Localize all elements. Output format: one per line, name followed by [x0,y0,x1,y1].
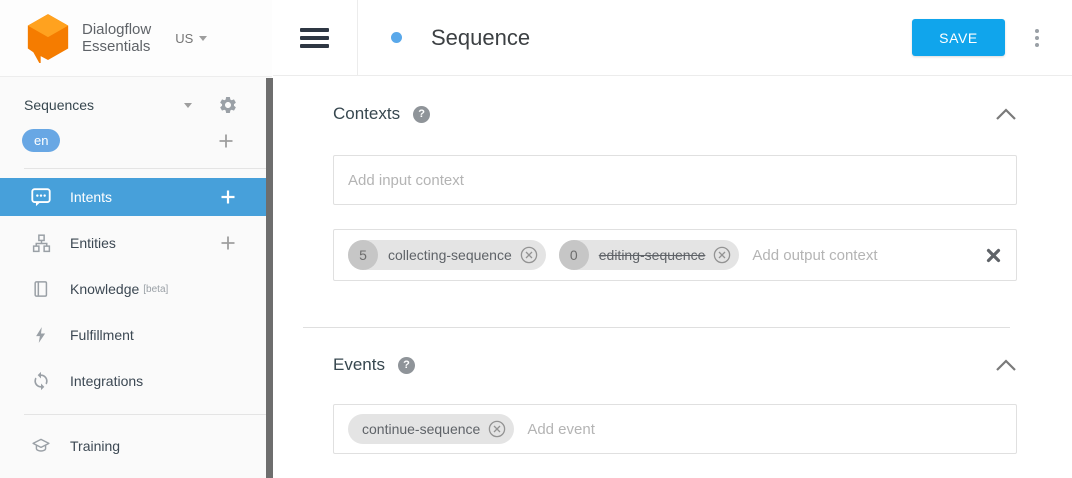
input-context-placeholder: Add input context [348,171,464,189]
lightning-bolt-icon [30,324,52,346]
brand-header: Dialogflow Essentials US [0,0,272,77]
remove-context-icon[interactable] [519,245,539,265]
brand-name: Dialogflow Essentials [82,21,151,55]
page-title: Sequence [431,24,531,50]
output-context-placeholder: Add output context [752,246,878,264]
input-context-field[interactable]: Add input context [333,155,1017,205]
sidebar-item-knowledge[interactable]: Knowledge[beta] [0,270,272,308]
output-context-chip: 0 editing-sequence [558,240,740,270]
intent-header: Sequence SAVE [273,0,1072,76]
dialogflow-logo-icon [27,14,69,63]
sidebar-item-intents[interactable]: Intents [0,178,272,216]
main-panel: Sequence SAVE Contexts ? Add input conte… [273,0,1072,478]
sidebar-item-label: Entities [70,235,116,251]
more-options-icon[interactable] [1031,22,1043,54]
sidebar-item-training[interactable]: Training [0,427,272,465]
chat-bubble-icon [30,186,52,208]
agent-dropdown-icon[interactable] [184,102,192,108]
region-label: US [175,30,194,46]
contexts-section-header: Contexts ? [333,103,1017,125]
region-selector[interactable]: US [175,30,208,46]
lifespan-badge: 0 [558,240,589,270]
contexts-collapse-icon[interactable] [995,107,1017,121]
output-context-field[interactable]: 5 collecting-sequence 0 editing-sequence… [333,229,1017,281]
event-field[interactable]: continue-sequence Add event [333,404,1017,454]
menu-icon[interactable] [300,24,329,52]
save-button[interactable]: SAVE [912,19,1005,56]
language-row: en [0,115,272,168]
add-language-icon[interactable] [218,133,234,149]
beta-badge: [beta] [143,283,169,295]
events-help-icon[interactable]: ? [397,356,415,374]
sidebar: Dialogflow Essentials US Sequences en [0,0,273,478]
section-divider [303,327,1010,328]
clear-contexts-icon[interactable] [985,247,1002,264]
events-title: Events [333,355,385,374]
context-name: collecting-sequence [388,247,512,263]
agent-settings-gear-icon[interactable] [218,95,238,115]
context-name: editing-sequence [598,247,706,263]
contexts-help-icon[interactable]: ? [413,105,431,123]
contexts-title: Contexts [333,104,401,123]
event-placeholder: Add event [527,420,595,438]
events-section-header: Events ? [333,354,1017,376]
entities-tree-icon [30,232,52,254]
sidebar-item-label: Knowledge [70,281,140,297]
agent-name: Sequences [24,97,95,113]
hamburger-box [273,0,358,75]
sidebar-item-label: Fulfillment [70,327,134,343]
intent-status-dot [391,32,402,43]
chevron-down-icon [199,35,208,41]
sidebar-item-label: Training [70,438,121,454]
sidebar-item-integrations[interactable]: Integrations [0,362,272,400]
sidebar-item-entities[interactable]: Entities [0,224,272,262]
sidebar-divider [24,414,272,415]
brand-line2: Essentials [82,38,151,55]
remove-context-icon[interactable] [712,245,732,265]
graduation-cap-icon [30,435,52,457]
agent-row: Sequences [0,77,272,115]
sidebar-divider [24,168,272,169]
add-intent-icon[interactable] [220,189,236,205]
add-entity-icon[interactable] [220,235,236,251]
book-icon [30,278,52,300]
sidebar-item-fulfillment[interactable]: Fulfillment [0,316,272,354]
brand-line1: Dialogflow [82,21,152,38]
sync-arrows-icon [30,370,52,392]
sidebar-scrollbar[interactable] [266,78,273,478]
lifespan-badge: 5 [348,240,378,270]
language-chip[interactable]: en [22,129,61,152]
event-name: continue-sequence [362,421,481,437]
event-chip: continue-sequence [348,414,515,444]
sidebar-item-label: Integrations [70,373,144,389]
intent-editor: Contexts ? Add input context 5 collectin… [273,103,1072,454]
events-collapse-icon[interactable] [995,358,1017,372]
sidebar-menu: Intents Entities [0,178,272,465]
remove-event-icon[interactable] [487,419,507,439]
output-context-chip: 5 collecting-sequence [348,240,546,270]
sidebar-item-label: Intents [70,189,113,205]
